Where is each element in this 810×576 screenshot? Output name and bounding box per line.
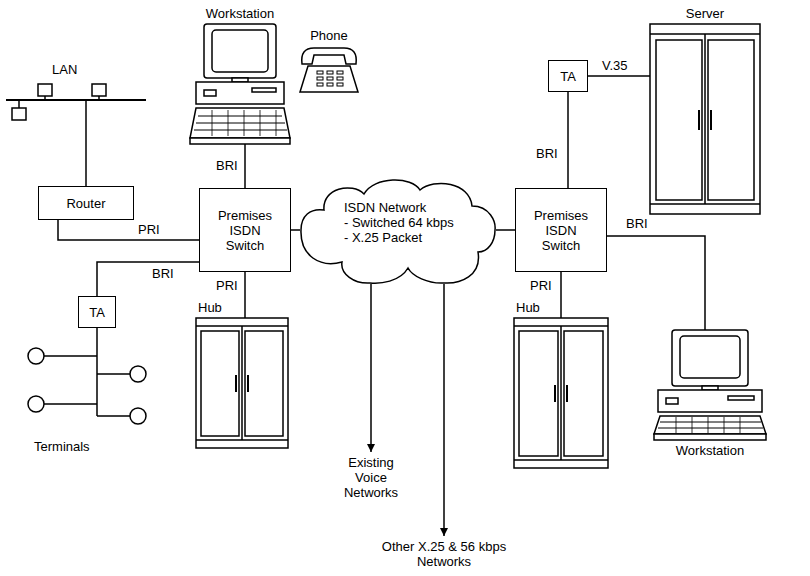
interface-label: BRI — [214, 158, 240, 173]
network-cloud: ISDN Network- Switched 64 kbps- X.25 Pac… — [300, 176, 496, 284]
interface-label: BRI — [534, 146, 560, 161]
node-heading: LAN — [52, 62, 77, 77]
connector-line — [567, 92, 569, 188]
lan-bus — [6, 84, 146, 120]
connector-line — [58, 220, 199, 240]
workstation-icon — [190, 24, 290, 144]
node-label: ISDN Network — [344, 200, 454, 215]
hub-cabinet — [196, 318, 288, 448]
box-text: TA — [560, 69, 576, 84]
isdn-switch-box: Premises ISDN Switch — [515, 188, 607, 272]
hub-node: Hub — [514, 318, 608, 468]
interface-label: BRI — [150, 266, 176, 281]
connector-line — [97, 262, 199, 296]
box-text: Router — [66, 196, 105, 211]
connector-line — [588, 75, 650, 77]
cloud-shape — [301, 180, 495, 283]
node-label: TA — [89, 305, 105, 320]
interface-label: V.35 — [600, 58, 630, 73]
hub-cabinet — [514, 318, 608, 468]
connector-line — [443, 284, 445, 536]
interface-label: PRI — [528, 278, 554, 293]
node-heading: Phone — [310, 28, 348, 43]
node-label: Router — [66, 196, 105, 211]
connector-line — [291, 229, 300, 231]
connector-line — [607, 236, 705, 330]
terminal-adapter-box: TA — [78, 296, 116, 328]
node-heading: Server — [686, 6, 724, 21]
network-endpoint: Other X.25 & 56 kbps Networks — [364, 536, 524, 569]
server-node: Server — [650, 24, 760, 214]
hub-node: Hub — [196, 318, 288, 448]
terminal-adapter-box: TA — [548, 60, 588, 92]
connector-line — [560, 272, 562, 318]
isdn-switch-box: Premises ISDN Switch — [199, 188, 291, 272]
connector-line — [496, 229, 515, 231]
phone-node: Phone — [300, 46, 358, 92]
workstation-icon — [654, 330, 766, 440]
interface-label: PRI — [214, 278, 240, 293]
lan-node: LAN — [6, 80, 146, 101]
cloud-text-block: ISDN Network- Switched 64 kbps- X.25 Pac… — [344, 200, 454, 245]
node-label: Existing Voice Networks — [336, 455, 406, 500]
interface-label: BRI — [624, 216, 650, 231]
node-label: TA — [560, 69, 576, 84]
connector-line — [85, 101, 87, 186]
terminal-bus — [28, 340, 146, 424]
node-label: Other X.25 & 56 kbps Networks — [364, 539, 524, 569]
node-heading: Hub — [198, 300, 222, 315]
router-box: Router — [38, 186, 134, 220]
connector-line — [244, 144, 246, 188]
phone-icon — [300, 48, 358, 92]
terminals-node: Terminals — [14, 340, 154, 436]
box-text: TA — [89, 305, 105, 320]
node-heading: Terminals — [34, 439, 90, 454]
node-label: Premises ISDN Switch — [212, 208, 278, 253]
node-label: - Switched 64 kbps — [344, 215, 454, 230]
connector-line — [96, 328, 98, 340]
connector-line — [244, 272, 246, 318]
workstation-node: Workstation — [190, 24, 290, 144]
connector-line — [370, 284, 372, 452]
interface-label: PRI — [136, 222, 162, 237]
box-text: Premises ISDN Switch — [212, 208, 278, 253]
workstation-node: Workstation — [650, 330, 770, 440]
node-heading: Hub — [516, 300, 540, 315]
node-label: Premises ISDN Switch — [528, 208, 594, 253]
server-cabinet — [650, 24, 760, 214]
node-heading: Workstation — [206, 6, 274, 21]
network-endpoint: Existing Voice Networks — [336, 452, 406, 500]
node-label: - X.25 Packet — [344, 230, 454, 245]
box-text: Premises ISDN Switch — [528, 208, 594, 253]
node-heading: Workstation — [676, 443, 744, 458]
